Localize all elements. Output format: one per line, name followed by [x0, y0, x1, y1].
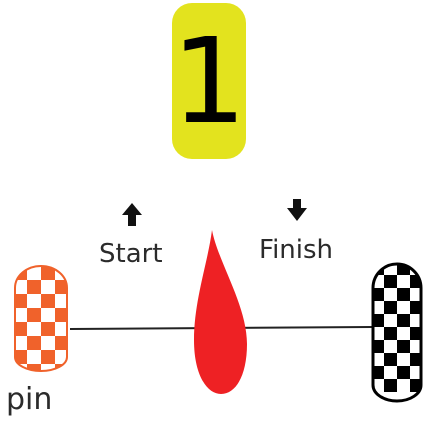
buoy-check-square: [41, 322, 55, 336]
finish-label: Finish: [259, 235, 334, 265]
buoy-check-square: [41, 294, 55, 308]
race-number: 1: [171, 12, 247, 150]
buoy-check-square: [41, 350, 55, 364]
buoy-check-square: [397, 366, 410, 379]
buoy-check-square: [15, 294, 27, 308]
buoy-check-square: [397, 264, 410, 275]
pin-buoy: [14, 265, 68, 372]
buoy-check-square: [15, 350, 27, 364]
buoy-check-square: [373, 340, 384, 353]
pin-label: pin: [6, 382, 53, 417]
boat-marker: [194, 230, 247, 394]
buoy-check-square: [55, 280, 67, 294]
buoy-check-square: [410, 353, 421, 366]
buoy-check-square: [397, 314, 410, 327]
buoy-check-square: [397, 340, 410, 353]
buoy-check-square: [27, 364, 41, 371]
buoy-check-square: [410, 301, 421, 314]
committee-buoy: [371, 262, 423, 403]
buoy-check-square: [373, 314, 384, 327]
buoy-check-square: [410, 379, 421, 392]
arrow-down-icon: [287, 199, 307, 221]
buoy-check-square: [373, 366, 384, 379]
buoy-check-square: [384, 379, 397, 392]
buoy-check-square: [27, 280, 41, 294]
buoy-check-square: [55, 336, 67, 350]
arrow-up-icon: [122, 203, 142, 226]
buoy-check-square: [373, 288, 384, 301]
race-number-badge: [172, 3, 246, 159]
buoy-check-square: [384, 353, 397, 366]
buoy-check-square: [41, 266, 55, 280]
buoy-check-square: [410, 275, 421, 288]
buoy-check-square: [410, 327, 421, 340]
start-label: Start: [99, 239, 163, 269]
buoy-check-square: [27, 336, 41, 350]
buoy-check-square: [397, 288, 410, 301]
buoy-check-square: [15, 266, 27, 280]
buoy-check-square: [27, 308, 41, 322]
buoy-check-square: [384, 327, 397, 340]
buoy-check-square: [384, 301, 397, 314]
buoy-check-square: [384, 275, 397, 288]
buoy-check-square: [55, 308, 67, 322]
buoy-check-square: [15, 322, 27, 336]
